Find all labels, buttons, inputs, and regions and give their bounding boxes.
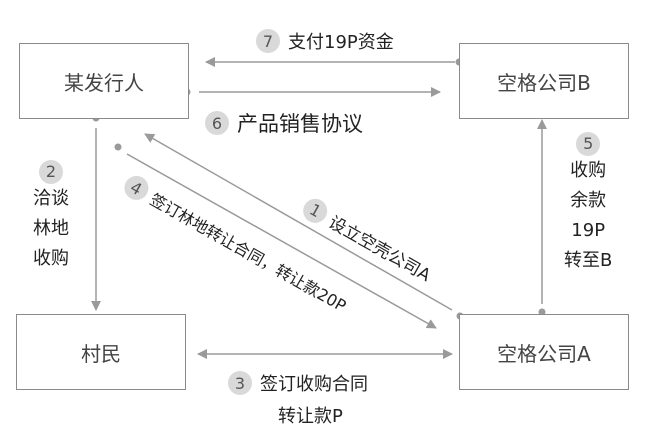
step-line: 收购 (570, 160, 607, 181)
anchor-dot (538, 308, 546, 316)
edge-step-1 (144, 133, 453, 311)
step-line: 转让款P (278, 406, 343, 427)
step-6-label: 6 产品销售协议 (205, 108, 363, 138)
step-line: 洽谈 (33, 188, 69, 209)
node-company-a: 空格公司A (459, 314, 629, 390)
step-line: 转至B (564, 250, 613, 271)
step-3-sublabel: 转让款P (278, 402, 343, 428)
step-line: 收购 (33, 248, 69, 269)
step-line: 签订收购合同 (260, 374, 368, 395)
node-company-a-label: 空格公司A (497, 341, 591, 366)
step-badge: 2 (39, 160, 63, 184)
step-badge: 7 (256, 29, 280, 53)
step-badge: 6 (205, 111, 229, 135)
node-villagers: 村民 (16, 314, 186, 390)
step-line: 19P (571, 220, 606, 241)
step-text: 产品销售协议 (237, 112, 363, 136)
step-text: 支付19P资金 (288, 32, 394, 53)
step-badge: 5 (576, 132, 601, 156)
node-company-b-label: 空格公司B (497, 70, 591, 95)
node-company-b: 空格公司B (459, 43, 629, 119)
step-badge: 3 (228, 371, 252, 395)
anchor-dot (114, 143, 122, 151)
step-7-label: 7 支付19P资金 (256, 28, 394, 54)
step-3-label: 3 签订收购合同 (228, 370, 368, 396)
edge-step-4 (126, 153, 437, 329)
step-2-label: 2 洽谈 林地 收购 (33, 160, 69, 274)
step-line: 余款 (570, 190, 607, 211)
step-5-label: 5 收购 余款 19P 转至B (564, 132, 612, 276)
node-issuer: 某发行人 (19, 43, 189, 119)
node-issuer-label: 某发行人 (64, 70, 144, 95)
step-line: 林地 (33, 218, 69, 239)
node-villagers-label: 村民 (81, 341, 121, 366)
